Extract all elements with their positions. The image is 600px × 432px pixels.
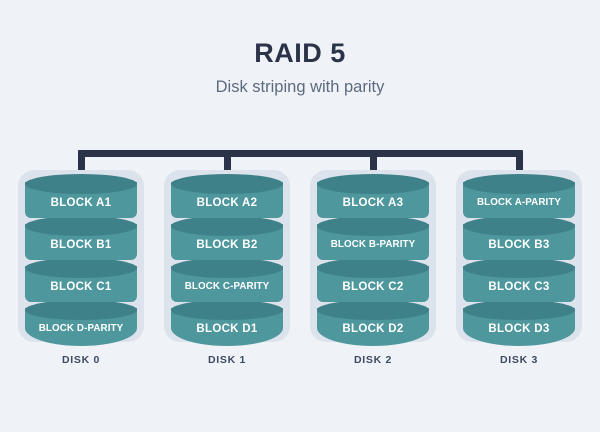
block-label: BLOCK C3: [488, 281, 550, 293]
platter-top-ellipse: [317, 174, 429, 194]
block-label: BLOCK C2: [342, 281, 404, 293]
bus-dropline-disk-2: [370, 150, 377, 186]
platter-top-ellipse: [317, 300, 429, 320]
raid-bus-connector: [78, 150, 522, 157]
disk-name-label: DISK 3: [499, 354, 539, 366]
page-title: RAID 5: [254, 38, 346, 68]
block-label: BLOCK B2: [196, 239, 258, 251]
disk-stack-1[interactable]: BLOCK D1 BLOCK C-PARITY BLOCK B2 BLOCK A2 DI…: [157, 168, 297, 366]
disk-platters: BLOCK D3 BLOCK C3 BLOCK B3 BLOCK A-PARITY: [449, 168, 589, 346]
platter-top-ellipse: [171, 300, 283, 320]
data-block[interactable]: BLOCK C1: [25, 258, 137, 310]
disk-platters: BLOCK D1 BLOCK C-PARITY BLOCK B2 BLOCK A2: [157, 168, 297, 346]
platter-top-ellipse: [463, 258, 575, 278]
diagram-header: RAID 5 Disk striping with parity: [0, 0, 600, 97]
bus-dropline-disk-0: [78, 150, 85, 186]
disk-name-label: DISK 0: [61, 354, 101, 366]
bus-dropline-disk-3: [516, 150, 523, 186]
parity-block[interactable]: BLOCK C-PARITY: [171, 258, 283, 310]
platter-top-ellipse: [25, 258, 137, 278]
block-label: BLOCK D1: [196, 323, 258, 335]
block-label: BLOCK A-PARITY: [476, 197, 562, 208]
disk-platters: BLOCK D-PARITY BLOCK C1 BLOCK B1 BLOCK A1: [11, 168, 151, 346]
data-block[interactable]: BLOCK B3: [463, 216, 575, 268]
block-label: BLOCK C-PARITY: [184, 281, 270, 292]
block-label: BLOCK B-PARITY: [330, 239, 416, 250]
block-label: BLOCK B1: [50, 239, 112, 251]
parity-block[interactable]: BLOCK A-PARITY: [463, 174, 575, 226]
platter-top-ellipse: [463, 300, 575, 320]
platter-top-ellipse: [171, 216, 283, 236]
block-label: BLOCK C1: [50, 281, 112, 293]
data-block[interactable]: BLOCK D2: [317, 300, 429, 352]
platter-top-ellipse: [25, 174, 137, 194]
data-block[interactable]: BLOCK A2: [171, 174, 283, 226]
platter-top-ellipse: [25, 300, 137, 320]
disk-platters: BLOCK D2 BLOCK C2 BLOCK B-PARITY BLOCK A3: [303, 168, 443, 346]
block-label: BLOCK A2: [196, 197, 258, 209]
disk-stack-group: BLOCK D-PARITY BLOCK C1 BLOCK B1 BLOCK A1 DI…: [0, 168, 600, 388]
disk-stack-0[interactable]: BLOCK D-PARITY BLOCK C1 BLOCK B1 BLOCK A1 DI…: [11, 168, 151, 366]
disk-name-label: DISK 2: [353, 354, 393, 366]
platter-top-ellipse: [317, 216, 429, 236]
parity-block[interactable]: BLOCK D-PARITY: [25, 300, 137, 352]
disk-name-label: DISK 1: [207, 354, 247, 366]
data-block[interactable]: BLOCK A3: [317, 174, 429, 226]
page-subtitle: Disk striping with parity: [215, 78, 385, 97]
data-block[interactable]: BLOCK D3: [463, 300, 575, 352]
disk-stack-3[interactable]: BLOCK D3 BLOCK C3 BLOCK B3 BLOCK A-PARITY DI…: [449, 168, 589, 366]
platter-top-ellipse: [171, 174, 283, 194]
platter-top-ellipse: [463, 174, 575, 194]
platter-top-ellipse: [25, 216, 137, 236]
platter-top-ellipse: [317, 258, 429, 278]
platter-top-ellipse: [463, 216, 575, 236]
data-block[interactable]: BLOCK D1: [171, 300, 283, 352]
block-label: BLOCK D3: [488, 323, 550, 335]
block-label: BLOCK B3: [488, 239, 550, 251]
block-label: BLOCK A1: [50, 197, 112, 209]
block-label: BLOCK A3: [342, 197, 404, 209]
parity-block[interactable]: BLOCK B-PARITY: [317, 216, 429, 268]
data-block[interactable]: BLOCK C3: [463, 258, 575, 310]
disk-stack-2[interactable]: BLOCK D2 BLOCK C2 BLOCK B-PARITY BLOCK A3 DI…: [303, 168, 443, 366]
block-label: BLOCK D-PARITY: [38, 323, 124, 334]
bus-dropline-disk-1: [224, 150, 231, 186]
data-block[interactable]: BLOCK C2: [317, 258, 429, 310]
platter-top-ellipse: [171, 258, 283, 278]
block-label: BLOCK D2: [342, 323, 404, 335]
data-block[interactable]: BLOCK B2: [171, 216, 283, 268]
data-block[interactable]: BLOCK A1: [25, 174, 137, 226]
data-block[interactable]: BLOCK B1: [25, 216, 137, 268]
